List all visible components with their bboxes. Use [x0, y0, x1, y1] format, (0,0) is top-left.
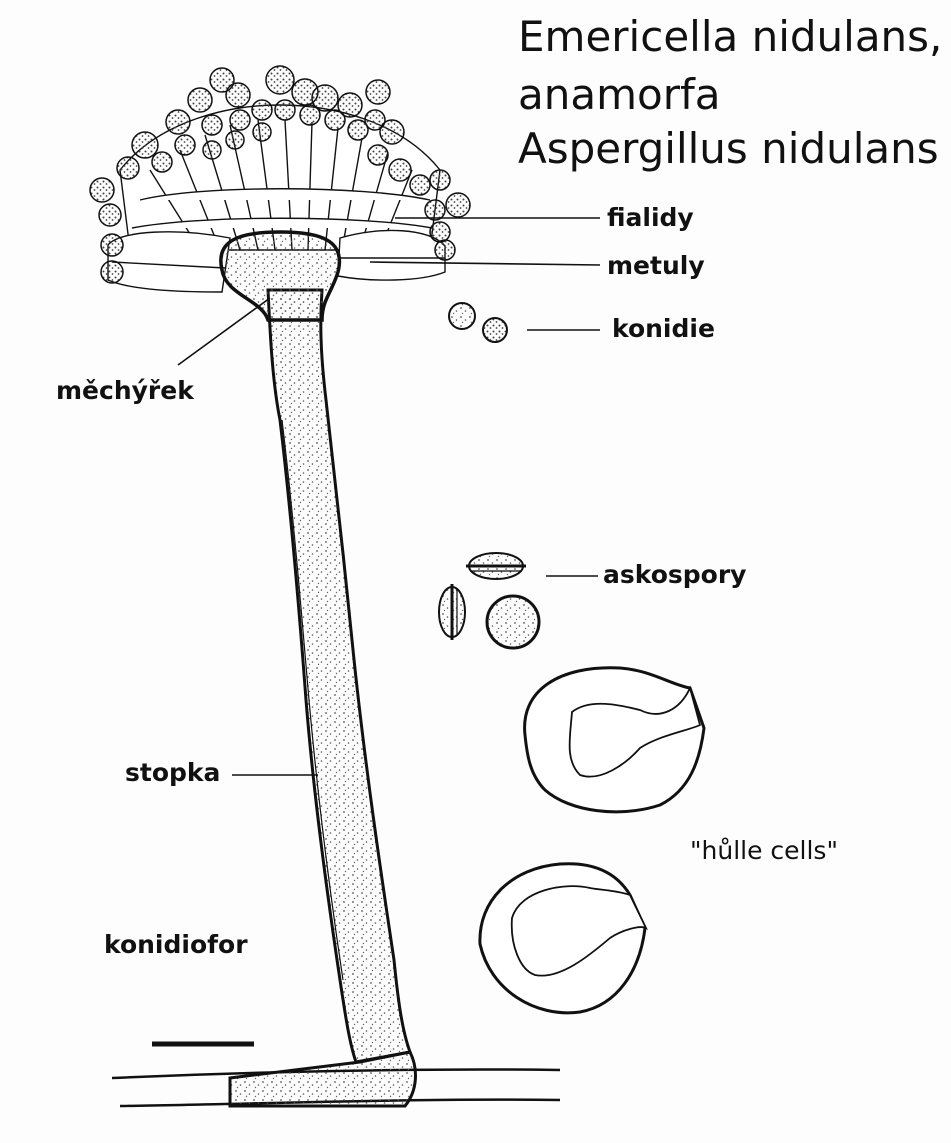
vesicle	[221, 232, 340, 320]
label-fialidy: fialidy	[607, 205, 694, 230]
ascospores	[439, 553, 539, 648]
label-askospory: askospory	[603, 562, 746, 587]
label-mechyrek: měchýřek	[56, 378, 194, 403]
label-konidie: konidie	[612, 316, 715, 341]
diagram-title-line3: Aspergillus nidulans	[518, 128, 939, 170]
stipe	[268, 290, 410, 1062]
label-hulle-cells: "hůlle cells"	[690, 838, 838, 863]
free-conidia	[449, 303, 507, 342]
label-stopka: stopka	[125, 760, 220, 785]
label-konidiofor: konidiofor	[104, 932, 248, 957]
diagram-title-line2: anamorfa	[518, 74, 721, 116]
label-metuly: metuly	[607, 253, 705, 278]
diagram-title-line1: Emericella nidulans,	[518, 16, 942, 58]
leader-mechyrek	[178, 298, 270, 365]
foot-cell	[230, 1052, 415, 1106]
hulle-cells	[480, 668, 704, 1013]
